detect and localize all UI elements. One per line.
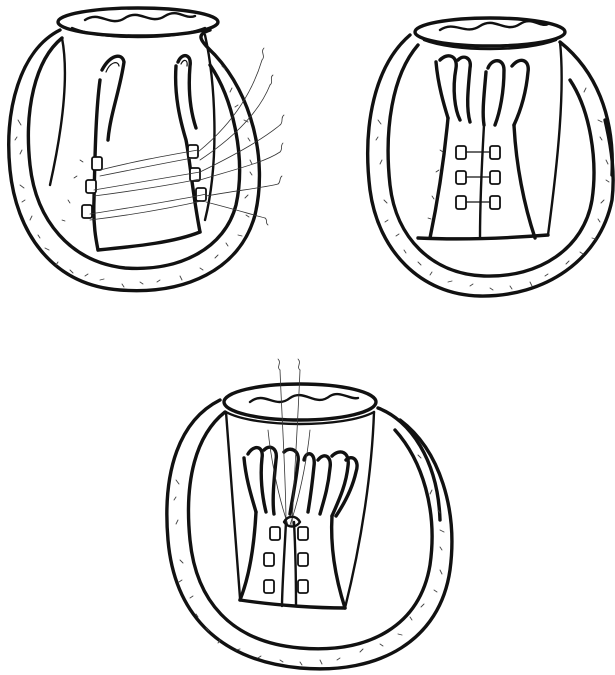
approximation-line <box>480 125 484 238</box>
annulus-wave <box>250 394 358 402</box>
annulus-wave <box>440 21 548 30</box>
chordae-right <box>304 452 357 516</box>
inner-wall <box>188 412 432 649</box>
inner-wall <box>388 45 594 276</box>
cavity-floor <box>418 235 548 239</box>
myocardium-texture <box>174 455 444 665</box>
cavity-left-edge <box>226 412 240 598</box>
pledget-row-left <box>82 157 102 218</box>
outer-wall <box>368 35 613 296</box>
approximation-line-right <box>294 522 296 606</box>
approximation-line <box>282 522 286 606</box>
cavity-right-edge <box>345 412 374 608</box>
cavity-floor <box>240 600 345 608</box>
suture-ties <box>466 152 490 202</box>
panel-top-left <box>9 8 284 291</box>
pledget-row-right <box>298 527 308 593</box>
mitral-annulus-outer <box>224 384 376 420</box>
pledget-row-right <box>490 146 500 209</box>
outer-wall <box>167 400 452 669</box>
myocardium-texture <box>15 66 252 287</box>
pledget-row-left <box>264 527 280 593</box>
myocardium-texture <box>376 88 609 290</box>
panel-top-right <box>368 18 613 296</box>
pledget-row-left <box>456 146 466 209</box>
pledget-row-right <box>188 145 206 201</box>
cavity-left-edge <box>50 38 65 185</box>
papillary-muscle-left <box>240 512 256 600</box>
panel-bottom-center <box>167 359 452 669</box>
outer-wall <box>9 30 260 291</box>
cavity-right-edge <box>548 42 562 235</box>
annulus-wave <box>85 13 195 21</box>
chordae-left <box>244 447 298 514</box>
papillary-muscle-left <box>62 56 124 250</box>
inner-wall <box>28 38 239 268</box>
cavity-floor <box>98 232 200 250</box>
papillary-muscle-right <box>332 516 345 608</box>
outer-wall-right <box>560 42 612 175</box>
